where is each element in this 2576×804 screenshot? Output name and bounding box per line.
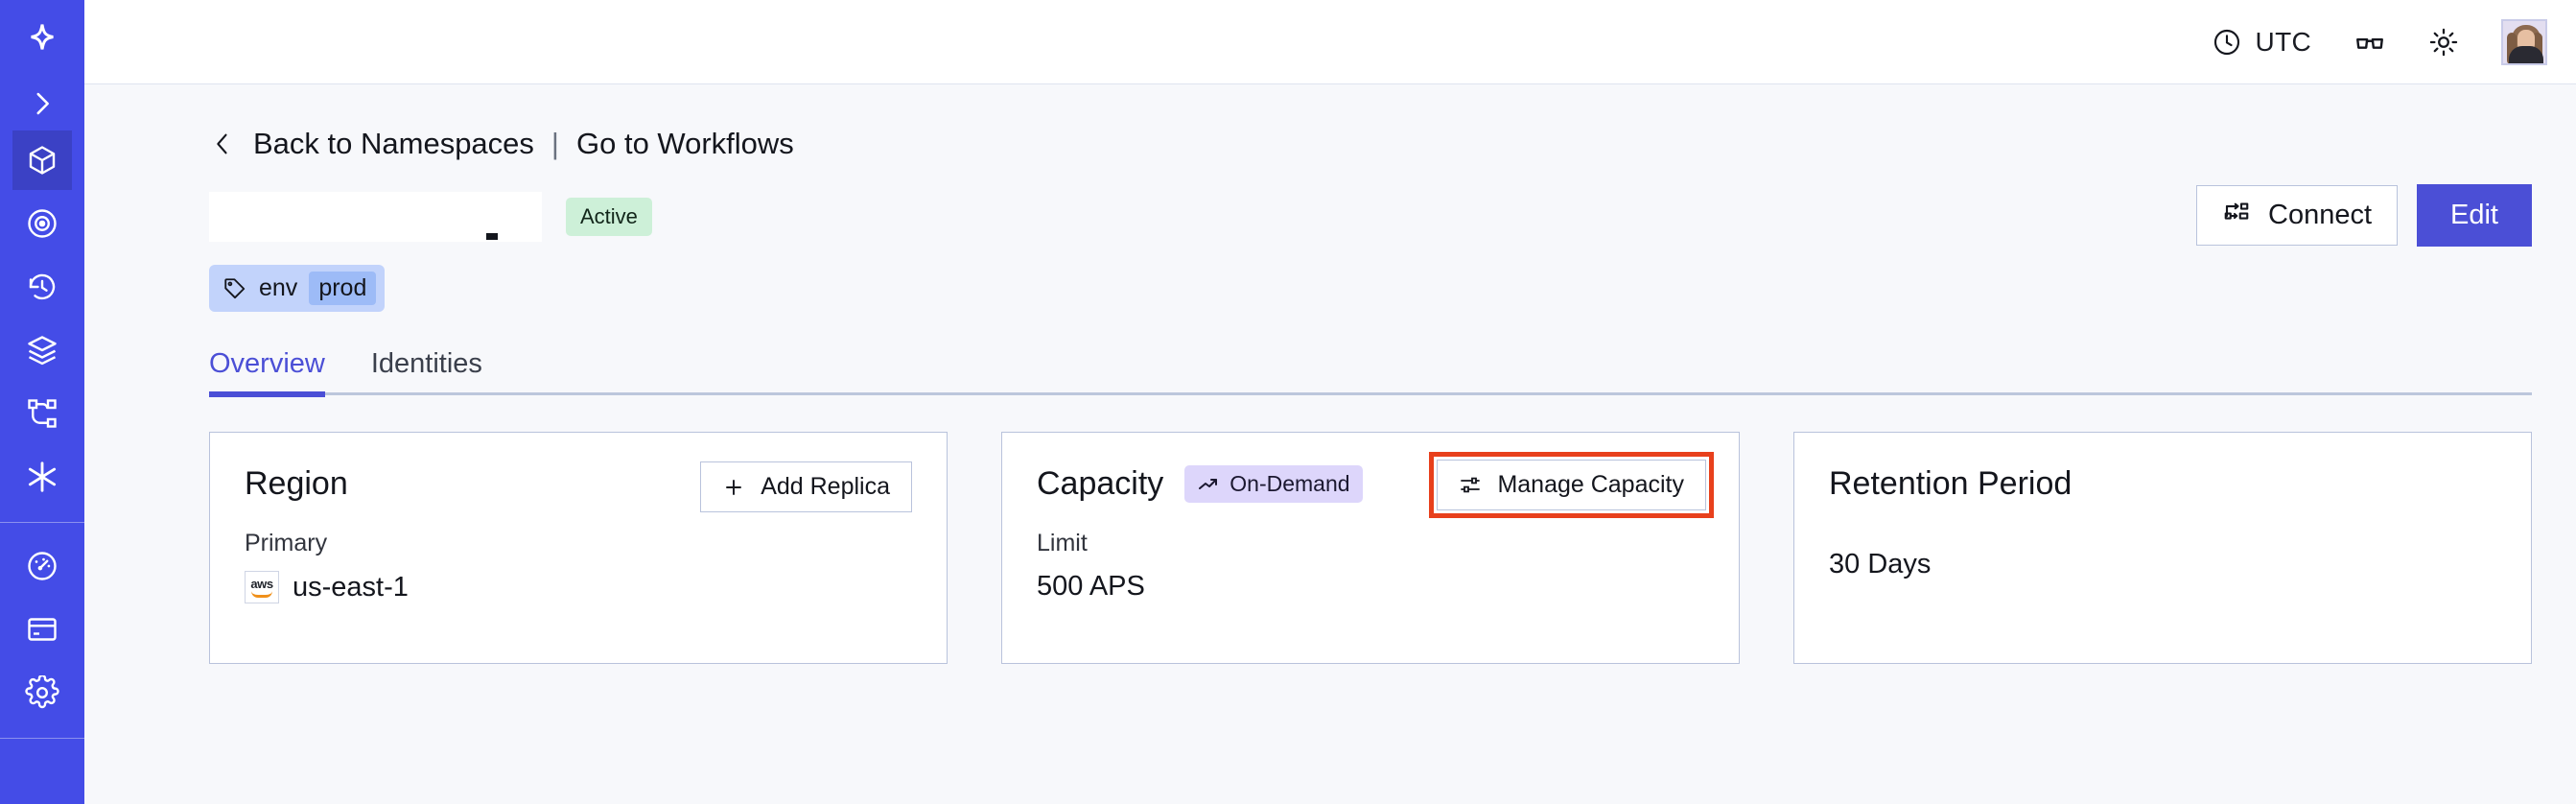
plus-icon <box>722 476 745 499</box>
back-to-namespaces-link[interactable]: Back to Namespaces <box>209 127 534 161</box>
user-avatar[interactable] <box>2501 18 2547 65</box>
tab-overview[interactable]: Overview <box>209 348 325 397</box>
retention-card: Retention Period 30 Days <box>1793 432 2532 664</box>
avatar-hair-left <box>2507 32 2517 63</box>
trend-up-icon <box>1197 473 1220 496</box>
retention-card-title: Retention Period <box>1829 465 2073 502</box>
manage-capacity-button[interactable]: Manage Capacity <box>1437 460 1706 510</box>
overview-cards: Region Add Replica Primary aws <box>209 432 2532 664</box>
aws-swoosh <box>251 591 272 598</box>
region-value: us-east-1 <box>293 571 409 603</box>
connection-flow-icon <box>2222 201 2251 230</box>
region-card-title: Region <box>245 465 348 502</box>
capacity-limit-value: 500 APS <box>1037 571 1145 602</box>
credit-card-icon <box>25 612 59 647</box>
top-bar: UTC <box>84 0 2576 84</box>
tab-identities[interactable]: Identities <box>370 348 482 379</box>
title-row: Active Connect <box>209 184 2532 247</box>
go-to-workflows-link[interactable]: Go to Workflows <box>575 127 794 160</box>
page-title-descender <box>486 233 498 240</box>
avatar-body <box>2509 45 2543 63</box>
region-value-row: aws us-east-1 <box>245 571 912 603</box>
manage-capacity-highlight: Manage Capacity <box>1429 452 1714 518</box>
add-replica-label: Add Replica <box>761 473 890 500</box>
timezone-label: UTC <box>2255 26 2311 57</box>
readability-toggle[interactable] <box>2354 26 2386 59</box>
main-area: UTC <box>84 0 2576 804</box>
header-actions: Connect Edit <box>2196 184 2532 247</box>
sidebar-logo[interactable] <box>0 17 84 67</box>
connect-button[interactable]: Connect <box>2196 185 2399 246</box>
breadcrumb-separator: | <box>550 127 559 160</box>
aws-logo-icon: aws <box>245 571 279 603</box>
capacity-mode-label: On-Demand <box>1229 471 1350 496</box>
region-card: Region Add Replica Primary aws <box>209 432 948 664</box>
region-primary-label: Primary <box>245 530 328 556</box>
capacity-card: Capacity On-Demand <box>1001 432 1740 664</box>
glasses-icon <box>2354 26 2386 59</box>
back-label: Back to Namespaces <box>253 127 534 160</box>
clock-rewind-icon <box>25 270 59 304</box>
sidebar-item-workflows[interactable] <box>12 384 72 443</box>
breadcrumb: Back to Namespaces | Go to Workflows <box>209 127 2532 161</box>
clock-icon <box>2212 27 2242 58</box>
eye-icon <box>25 206 59 241</box>
namespace-tag[interactable]: env prod <box>209 265 386 312</box>
sidebar <box>0 0 84 804</box>
add-replica-button[interactable]: Add Replica <box>700 461 912 512</box>
asterisk-icon <box>24 459 60 495</box>
theme-toggle[interactable] <box>2428 27 2459 58</box>
page-content: Back to Namespaces | Go to Workflows Act… <box>84 84 2576 804</box>
sliders-icon <box>1459 474 1482 497</box>
sidebar-item-asterisk[interactable] <box>12 447 72 507</box>
gauge-icon <box>25 549 59 583</box>
sun-icon <box>2428 27 2459 58</box>
timezone-selector[interactable]: UTC <box>2212 27 2311 58</box>
gear-icon <box>25 675 59 710</box>
sidebar-divider-top <box>0 522 84 523</box>
tag-key: env <box>259 274 298 301</box>
tag-row: env prod <box>209 265 2532 312</box>
capacity-limit-label: Limit <box>1037 530 1088 556</box>
sidebar-item-history[interactable] <box>12 257 72 317</box>
sidebar-item-observability[interactable] <box>12 194 72 253</box>
sidebar-item-usage[interactable] <box>12 536 72 596</box>
capacity-card-header: Capacity On-Demand <box>1037 465 1704 503</box>
region-card-header: Region <box>245 465 912 503</box>
status-badge: Active <box>566 198 652 236</box>
retention-card-header: Retention Period <box>1829 465 2496 503</box>
capacity-card-title: Capacity <box>1037 465 1164 502</box>
tab-underline <box>209 392 2532 395</box>
tab-bar: Overview Identities <box>209 348 2532 397</box>
aws-logo-text: aws <box>250 576 273 591</box>
temporal-logo-icon <box>21 21 63 63</box>
tag-value: prod <box>309 272 377 305</box>
edit-label: Edit <box>2450 200 2498 230</box>
sidebar-item-billing[interactable] <box>12 600 72 659</box>
sidebar-item-settings[interactable] <box>12 663 72 722</box>
connect-label: Connect <box>2268 200 2373 230</box>
tag-icon <box>222 276 247 301</box>
sidebar-item-namespaces[interactable] <box>12 130 72 190</box>
workflow-graph-icon <box>25 396 59 431</box>
chevron-left-icon <box>209 128 236 160</box>
sidebar-item-layers[interactable] <box>12 320 72 380</box>
manage-capacity-label: Manage Capacity <box>1497 471 1684 498</box>
layers-icon <box>25 333 59 367</box>
chevron-right-icon <box>26 87 59 120</box>
retention-value: 30 Days <box>1829 549 1932 579</box>
edit-button[interactable]: Edit <box>2417 184 2532 247</box>
capacity-mode-badge: On-Demand <box>1184 465 1363 503</box>
cube-icon <box>25 143 59 177</box>
sidebar-divider-bottom <box>0 738 84 739</box>
sidebar-expand-button[interactable] <box>0 81 84 127</box>
